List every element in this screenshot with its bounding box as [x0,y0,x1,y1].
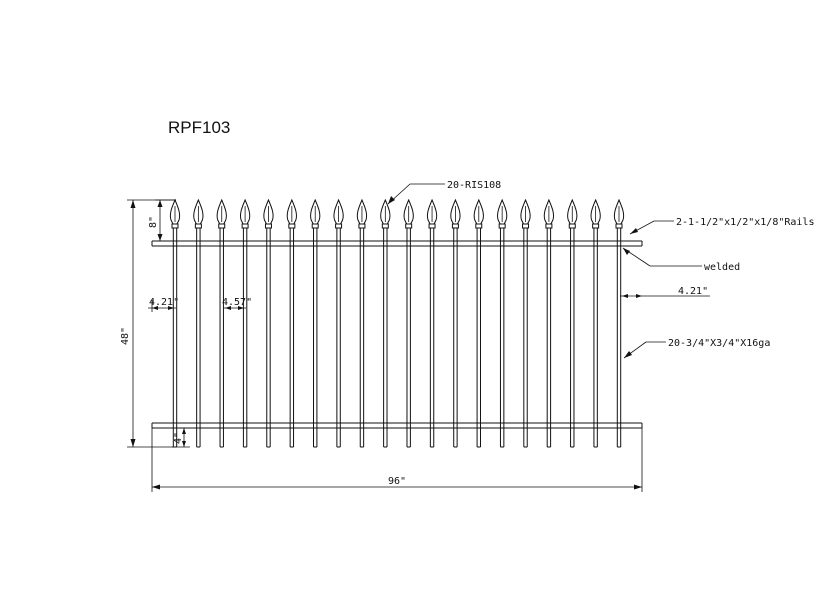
finial-height-dimension: 8" [148,199,176,242]
welded-callout: welded [622,247,740,273]
picket [216,198,227,448]
left-end-spacing-label: 4.21" [149,297,179,308]
picket-spacing-dimension: 4.57" [222,297,252,310]
left-end-spacing-dimension: 4.21" [148,297,179,312]
picket [497,198,508,448]
finial-callout: 20-RIS108 [387,180,501,205]
picket [286,198,297,448]
picket [333,198,344,448]
picket [310,198,321,448]
finial-label: 20-RIS108 [447,180,501,191]
top-rail [151,240,643,247]
picket-spacing-label: 4.57" [222,297,252,308]
right-end-spacing-dimension: 4.21" [620,286,710,298]
rails-callout: 2-1-1/2"x1/2"x1/8"Rails [629,217,814,235]
picket [613,198,625,448]
right-end-spacing-label: 4.21" [678,286,708,297]
width-label: 96" [388,476,406,487]
pickets-label: 20-3/4"X3/4"X16ga [668,338,770,349]
bottom-rail [151,422,643,429]
picket [473,198,484,448]
picket [380,198,391,448]
picket [543,198,555,448]
picket [520,198,531,448]
picket [590,198,601,448]
height-dimension: 48" [120,199,176,448]
finial-height-label: 8" [148,216,159,228]
picket [356,198,368,448]
picket [193,198,204,448]
rails-label: 2-1-1/2"x1/2"x1/8"Rails [676,217,814,228]
pickets-callout: 20-3/4"X3/4"X16ga [623,338,770,359]
picket [263,198,274,448]
picket [450,198,461,448]
picket [567,198,578,448]
picket [169,198,181,448]
bottom-extension-label: 4" [173,432,184,444]
picket [403,198,414,448]
pickets [169,198,625,448]
picket [239,198,251,448]
welded-label: welded [704,262,740,273]
drawing-title: RPF103 [168,118,230,137]
picket [426,198,438,448]
bottom-extension-dimension: 4" [172,427,190,448]
height-label: 48" [120,327,131,345]
width-dimension: 96" [151,428,643,492]
